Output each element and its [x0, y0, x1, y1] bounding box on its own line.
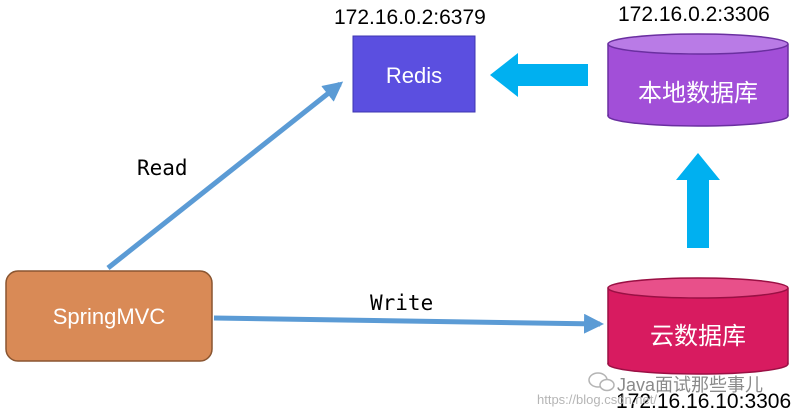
local-db-label: 本地数据库	[638, 80, 758, 107]
wechat-icon	[588, 372, 615, 392]
sync-arrow-to-local-db	[676, 153, 720, 248]
cloud-db-address: 172.16.16.10:3306	[616, 390, 792, 413]
redis-node	[352, 35, 476, 113]
read-edge-label: Read	[137, 156, 188, 180]
watermark-url: https://blog.csdn.net/	[537, 392, 657, 407]
redis-label: Redis	[385, 63, 443, 88]
read-edge	[106, 81, 344, 270]
write-edge	[213, 313, 604, 334]
local-db-node	[607, 33, 789, 127]
springmvc-label: SpringMVC	[52, 304, 166, 329]
springmvc-node	[5, 270, 213, 362]
watermark-account: Java面试那些事儿	[617, 375, 764, 395]
local-db-address: 172.16.0.2:3306	[618, 3, 770, 26]
cloud-db-node	[607, 277, 789, 375]
cloud-db-label: 云数据库	[650, 323, 746, 350]
redis-address: 172.16.0.2:6379	[334, 6, 486, 29]
sync-arrow-to-redis	[490, 53, 588, 97]
write-edge-label: Write	[370, 291, 434, 315]
